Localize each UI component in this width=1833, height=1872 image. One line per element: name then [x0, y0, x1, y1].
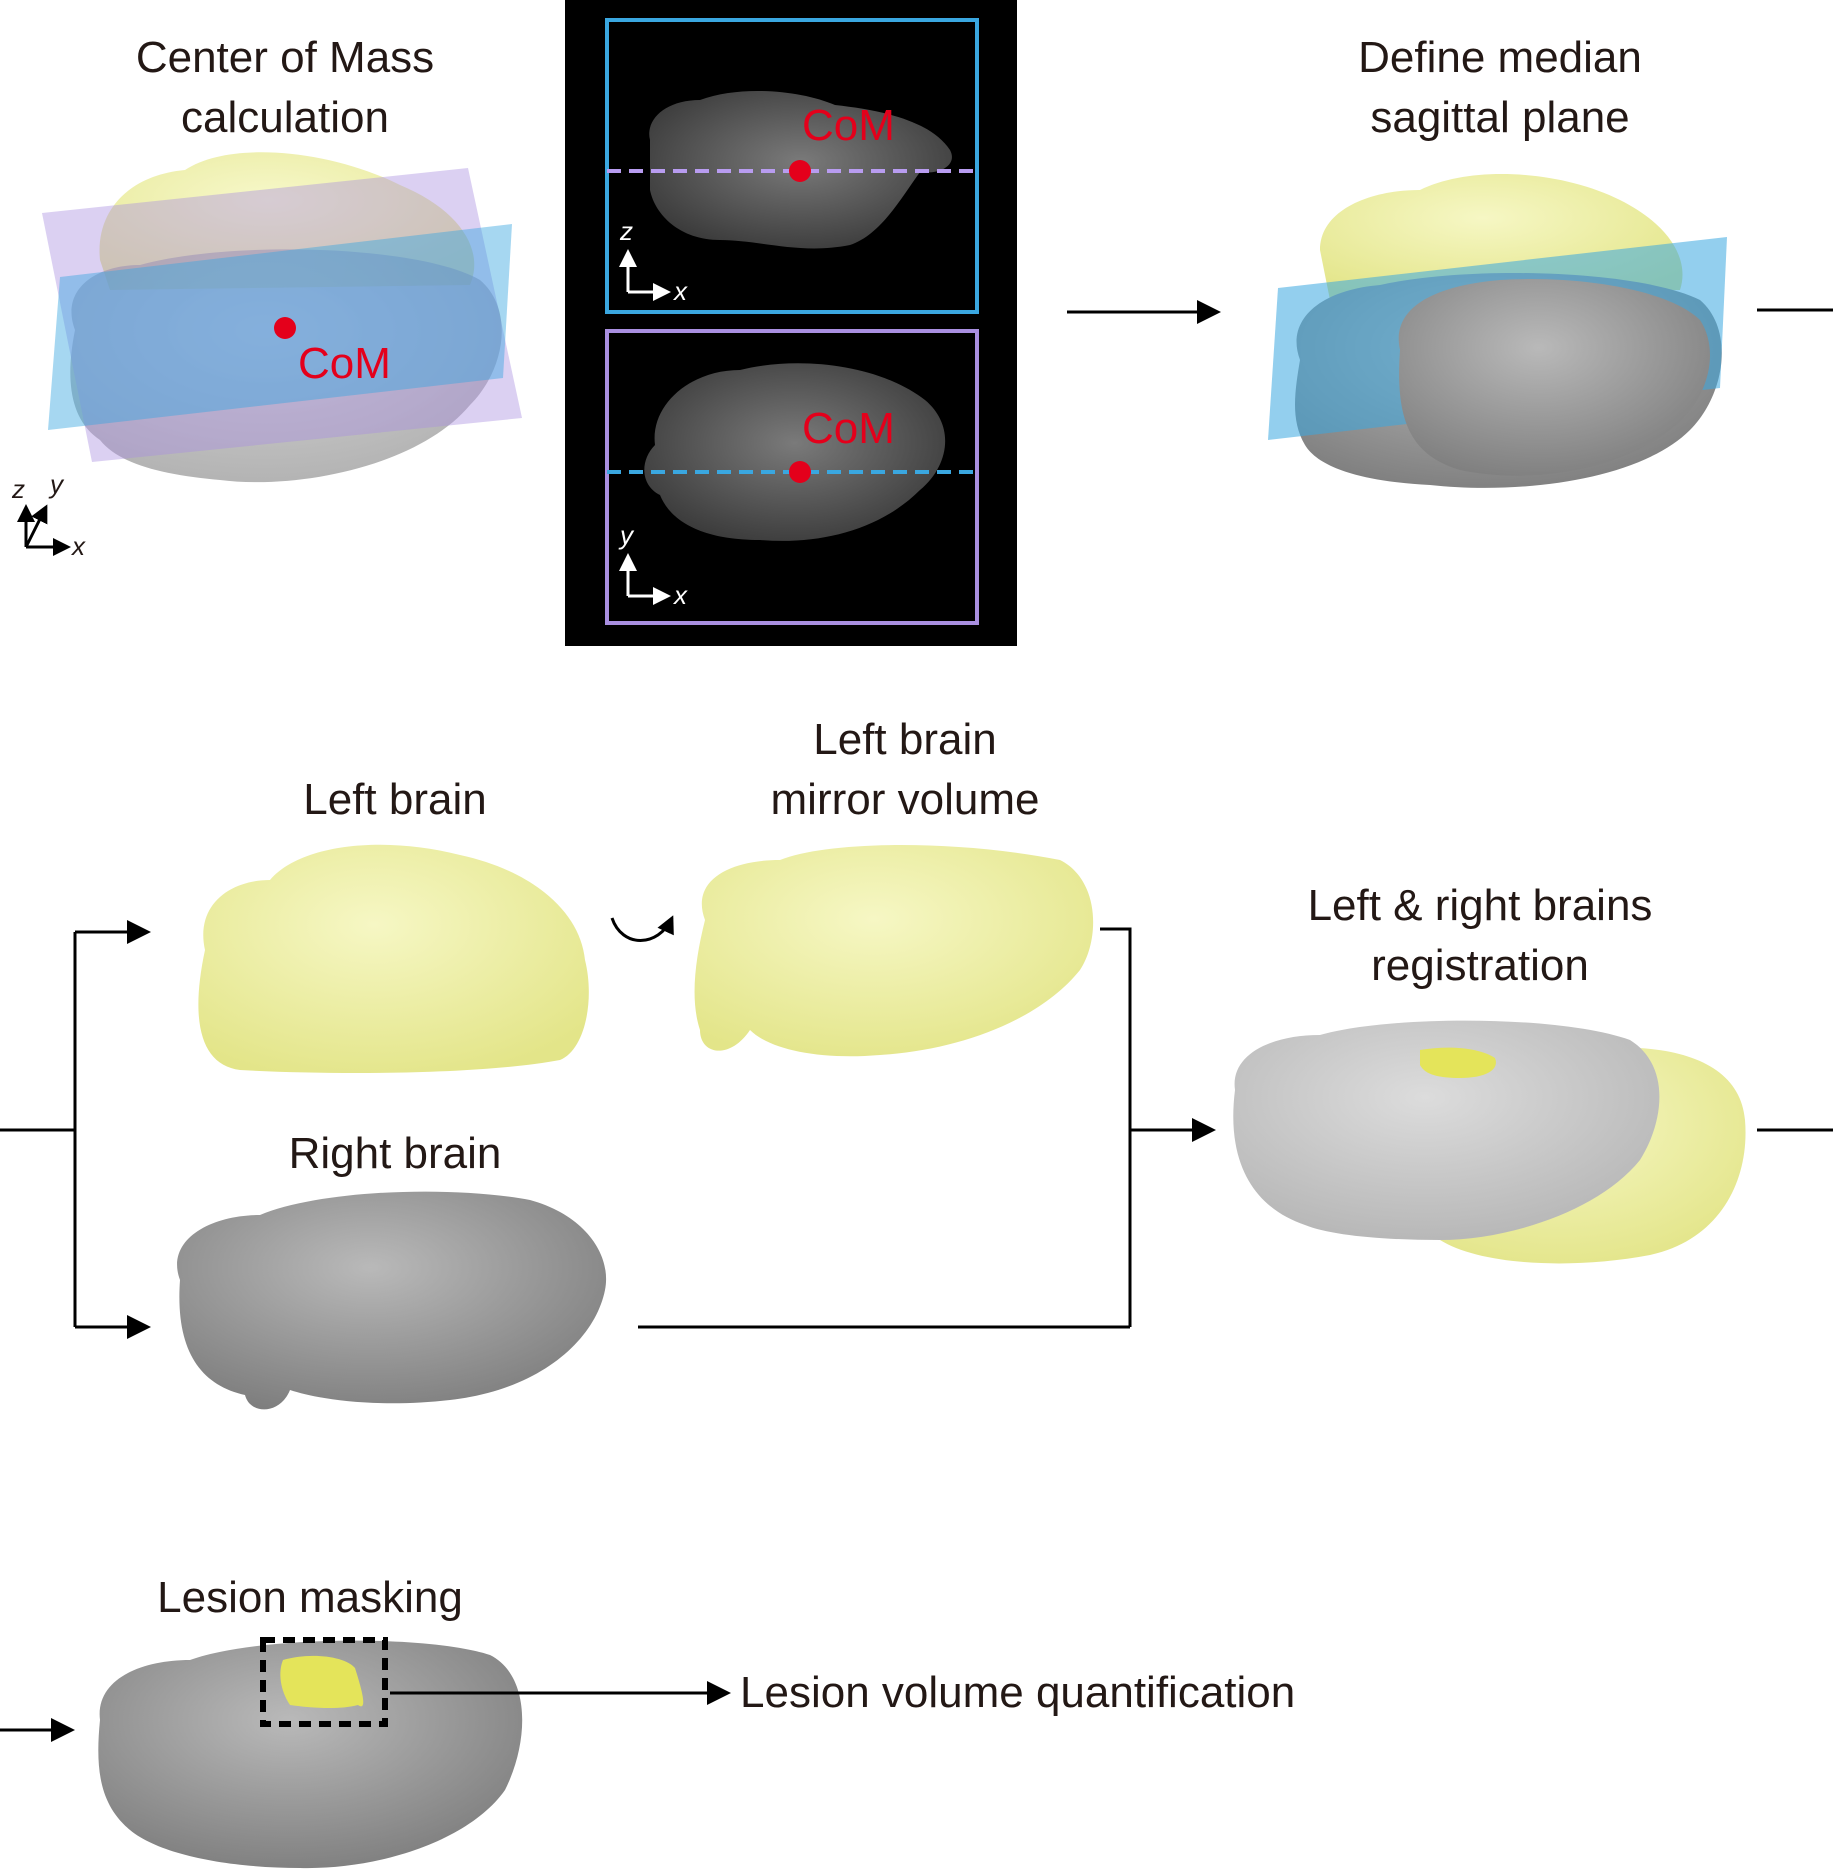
merge-connectors [638, 927, 1216, 1329]
com-title-line1: Center of Mass [135, 33, 435, 82]
com-red-dot [274, 317, 296, 339]
main-axis-y [24, 504, 48, 548]
main-axis-z-label: z [11, 474, 25, 504]
median-title: Define median sagittal plane [1290, 28, 1710, 148]
registration-gray-brain [1233, 1020, 1660, 1240]
com-purple-plane [42, 168, 522, 462]
com-3d-marker-label: CoM [298, 339, 391, 388]
sagittal-com-dot [789, 160, 811, 182]
mirror-title-line2: mirror volume [770, 775, 1040, 824]
lesion-dashed-box [260, 1637, 388, 1727]
quantification-label: Lesion volume quantification [740, 1668, 1296, 1717]
horizontal-slice-frame [605, 329, 979, 625]
com-title: Center of Mass calculation [80, 28, 490, 148]
horizontal-com-dot [789, 461, 811, 483]
mirror-brain-volume [694, 845, 1094, 1057]
main-axis-y-label: y [48, 469, 65, 499]
horizontal-slice-tissue [644, 363, 946, 541]
left-brain-volume [198, 844, 589, 1073]
right-brain-title: Right brain [288, 1129, 502, 1178]
lesion-masking-title: Lesion masking [157, 1573, 463, 1622]
mirror-title-line1: Left brain [813, 715, 997, 764]
com-brain-lower-gray [70, 249, 502, 483]
median-plane-figure [1268, 173, 1727, 488]
left-brain-title: Left brain [303, 775, 487, 824]
registration-title: Left & right brains registration [1250, 876, 1710, 996]
lesion-masking-figure [98, 1637, 523, 1869]
main-axis-x-label: x [70, 531, 86, 561]
registration-title-line1: Left & right brains [1307, 881, 1653, 930]
com-brain-figure: CoM z y x [11, 152, 522, 561]
lesion-patch [280, 1655, 364, 1709]
lesion-masking-brain [98, 1640, 523, 1869]
registration-title-line2: registration [1371, 941, 1589, 990]
flip-icon [610, 915, 674, 942]
registration-lesion-patch [1420, 1047, 1496, 1078]
median-brain-gray-front [1398, 279, 1710, 476]
hor-axis-x-label: x [672, 580, 688, 610]
slice-panel: CoM z x CoM y x [565, 0, 1017, 646]
sag-axis-z-label: z [619, 216, 633, 246]
median-title-line2: sagittal plane [1370, 93, 1630, 142]
sagittal-slice-frame [605, 18, 979, 314]
hor-axis-y-label: y [618, 520, 635, 550]
sag-axis-x-label: x [672, 276, 688, 306]
mirror-title: Left brain mirror volume [720, 710, 1090, 830]
median-title-line1: Define median [1358, 33, 1642, 82]
sagittal-com-label: CoM [802, 101, 895, 150]
horizontal-com-label: CoM [802, 404, 895, 453]
split-connectors [0, 920, 151, 1339]
com-title-line2: calculation [181, 93, 389, 142]
connector-mirror-to-merge [1100, 927, 1132, 1327]
registration-figure [1233, 1020, 1746, 1264]
right-brain-volume [177, 1191, 607, 1410]
